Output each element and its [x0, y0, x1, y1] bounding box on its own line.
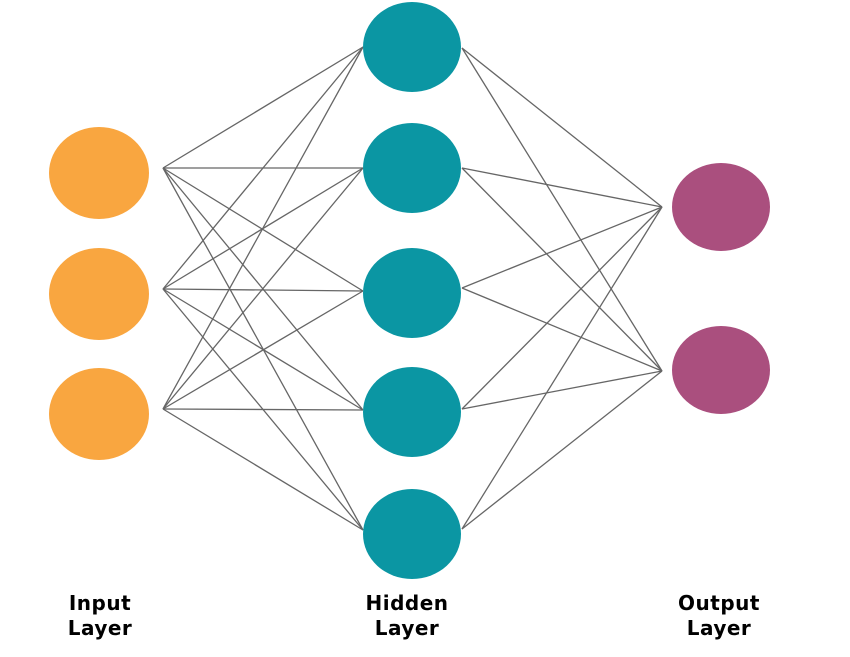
output-layer-label: Output Layer [678, 591, 760, 640]
output-node-2 [672, 326, 770, 414]
hidden-node-2 [363, 123, 461, 213]
hidden-node-1 [363, 2, 461, 92]
edge-hidden5-output2 [461, 370, 663, 530]
edge-input3-hidden2 [162, 167, 364, 410]
edge-hidden3-output2 [461, 287, 663, 372]
edge-input2-hidden1 [162, 46, 364, 290]
output-node-1 [672, 163, 770, 251]
edge-input1-hidden1 [162, 46, 364, 169]
edge-hidden4-output1 [461, 206, 663, 410]
input-layer-label: Input Layer [67, 591, 133, 640]
edge-hidden4-output2 [461, 370, 663, 410]
nodes-group [49, 2, 770, 579]
input-node-3 [49, 368, 149, 460]
edge-input1-hidden3 [162, 167, 364, 292]
edge-hidden2-output1 [461, 167, 663, 208]
input-node-2 [49, 248, 149, 340]
edge-hidden1-output1 [461, 47, 663, 208]
hidden-node-4 [363, 367, 461, 457]
edge-input3-hidden3 [162, 290, 364, 410]
hidden-layer-label: Hidden Layer [365, 591, 449, 640]
edge-hidden1-output2 [461, 47, 663, 372]
edge-hidden3-output1 [461, 206, 663, 289]
edge-hidden5-output1 [461, 206, 663, 530]
edge-input3-hidden1 [162, 46, 364, 410]
edge-input2-hidden3 [162, 288, 364, 292]
hidden-node-3 [363, 248, 461, 338]
edge-input3-hidden5 [162, 408, 364, 531]
edge-hidden2-output2 [461, 167, 663, 372]
hidden-node-5 [363, 489, 461, 579]
input-node-1 [49, 127, 149, 219]
edge-input3-hidden4 [162, 408, 364, 411]
edges-group [162, 46, 663, 531]
